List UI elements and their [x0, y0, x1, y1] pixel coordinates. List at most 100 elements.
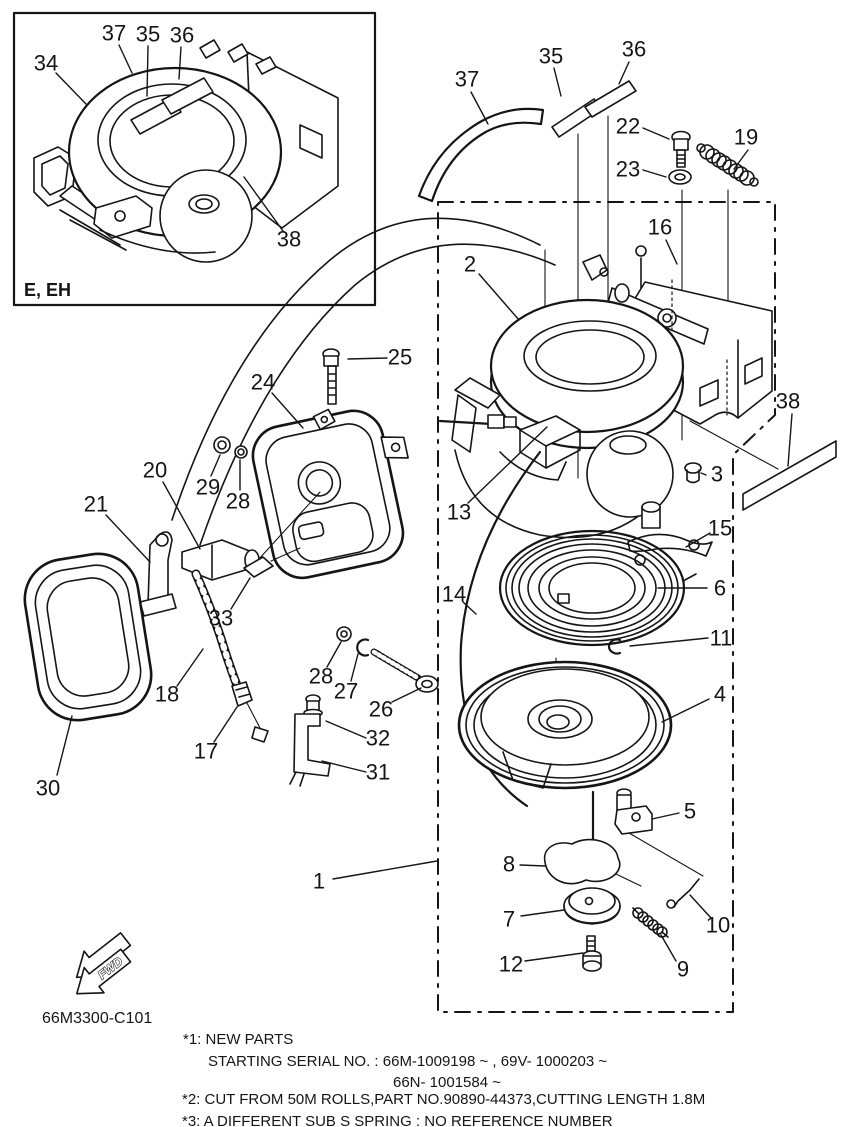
leader-line-9-34: [660, 934, 677, 962]
leader-line-22-3: [642, 127, 670, 140]
leader-line-35-2: [146, 45, 149, 97]
callout-35-1: 35: [539, 44, 563, 69]
callout-32-29: 32: [366, 726, 390, 751]
drawing-code: 66M3300-C101: [42, 1010, 152, 1027]
part-4-starter-pulley: [457, 660, 673, 790]
callout-35-2: 35: [136, 22, 160, 47]
leader-line-24-9: [271, 392, 304, 429]
inset-front-bracket: [93, 195, 216, 254]
footnote-1-serial: STARTING SERIAL NO. : 66M-1009198 ~ , 69…: [208, 1053, 607, 1070]
callout-37-0: 37: [455, 67, 479, 92]
part-25-bolt: [322, 348, 340, 405]
leader-line-23-4: [642, 169, 667, 178]
callout-38-4: 38: [277, 227, 301, 252]
leader-line-3-17: [700, 472, 707, 476]
leader-line-29-11: [210, 454, 221, 477]
leader-line-35-1: [553, 67, 562, 97]
callout-22-3: 22: [616, 114, 640, 139]
callout-11-20: 11: [710, 626, 733, 651]
part-12-bolt: [582, 935, 602, 972]
part-8-friction-plate: [543, 790, 642, 887]
leader-line-2-7: [478, 273, 520, 321]
callout-37-1: 37: [102, 21, 126, 46]
leader-line-34-0: [55, 72, 87, 105]
callout-30-25: 30: [36, 776, 60, 801]
leader-line-32-29: [325, 720, 367, 739]
callout-19-5: 19: [734, 125, 758, 150]
footnotes: *1: NEW PARTS STARTING SERIAL NO. : 66M-…: [182, 1031, 705, 1127]
part-36-label-sticker: [584, 80, 637, 118]
callout-33-22: 33: [209, 606, 233, 631]
leader-line-26-28: [391, 687, 422, 703]
callout-21-13: 21: [84, 492, 108, 517]
part-27-clip: [356, 638, 370, 657]
starter-linkage: [607, 279, 728, 416]
callout-28-12: 28: [226, 489, 250, 514]
leader-line-17-24: [213, 706, 238, 743]
callout-18-23: 18: [155, 682, 179, 707]
leader-line-25-8: [347, 357, 388, 360]
callout-3-17: 3: [711, 462, 723, 487]
callout-15-18: 15: [708, 516, 732, 541]
part-18-throttle-cable: [191, 569, 243, 693]
part-3-bolt: [684, 462, 702, 484]
part-16-screw: [635, 245, 647, 289]
part-22-bolt: [671, 130, 691, 168]
callout-20-10: 20: [143, 458, 167, 483]
callout-10-33: 10: [706, 913, 730, 938]
part-37-curved-seal: [417, 107, 545, 203]
leader-line-18-23: [176, 648, 204, 687]
footnote-1-serial2: 66N- 1001584 ~: [393, 1074, 501, 1091]
leader-line-5-32: [651, 812, 680, 820]
callout-8-35: 8: [503, 852, 515, 877]
callout-7-36: 7: [503, 907, 515, 932]
footnote-2: *2: CUT FROM 50M ROLLS,PART NO.90890-443…: [182, 1091, 705, 1108]
callout-4-21: 4: [714, 682, 726, 707]
leader-line-7-36: [520, 909, 565, 917]
footnote-3-clipped: *3: A DIFFERENT SUB S SPRING : NO REFERE…: [182, 1113, 613, 1127]
callout-28-26: 28: [309, 664, 333, 689]
callout-6-19: 6: [714, 576, 726, 601]
leader-line-1-31: [332, 860, 438, 880]
leader-line-11-20: [629, 637, 709, 647]
part-21-bracket: [139, 531, 177, 617]
part-5-pawl: [614, 788, 653, 835]
part-7-cup: [563, 887, 621, 925]
part-31-bracket: [289, 713, 331, 787]
leader-line-28-26: [326, 641, 342, 668]
callout-24-9: 24: [251, 370, 275, 395]
leader-line-36-2: [618, 61, 630, 85]
leader-line-38-16: [787, 413, 793, 467]
leader-line-12-37: [524, 952, 584, 962]
leader-line-36-3: [178, 46, 182, 80]
part-28-washer-upper: [234, 445, 248, 459]
part-13-bracket: [438, 377, 581, 481]
leader-line-4-21: [661, 698, 710, 723]
part-2-dome: [586, 430, 674, 518]
part-30-seal-ring: [23, 552, 153, 722]
leader-line-8-35: [519, 864, 546, 867]
inset-slot-36: [161, 77, 214, 115]
callout-31-30: 31: [366, 760, 390, 785]
callout-27-27: 27: [334, 679, 358, 704]
callout-34-0: 34: [34, 51, 58, 76]
callout-2-7: 2: [464, 252, 476, 277]
part-19-spring: [696, 143, 759, 187]
part-38-seal-strip: [689, 420, 837, 511]
callout-29-11: 29: [196, 475, 220, 500]
callout-13-14: 13: [447, 500, 471, 525]
callout-12-37: 12: [499, 952, 523, 977]
leader-line-16-6: [665, 239, 678, 265]
callout-26-28: 26: [369, 697, 393, 722]
leader-line-38-4: [243, 176, 284, 232]
part-10-link-wire: [628, 832, 704, 909]
leader-line-37-0: [470, 91, 489, 125]
footnote-1: *1: NEW PARTS: [183, 1031, 293, 1048]
part-17-cable-end: [231, 681, 269, 743]
leader-line-31-30: [321, 760, 367, 773]
leader-line-13-14: [467, 426, 548, 504]
leader-line-10-33: [689, 894, 712, 919]
leader-line-15-18: [685, 532, 711, 548]
inset-handle: [33, 146, 127, 251]
